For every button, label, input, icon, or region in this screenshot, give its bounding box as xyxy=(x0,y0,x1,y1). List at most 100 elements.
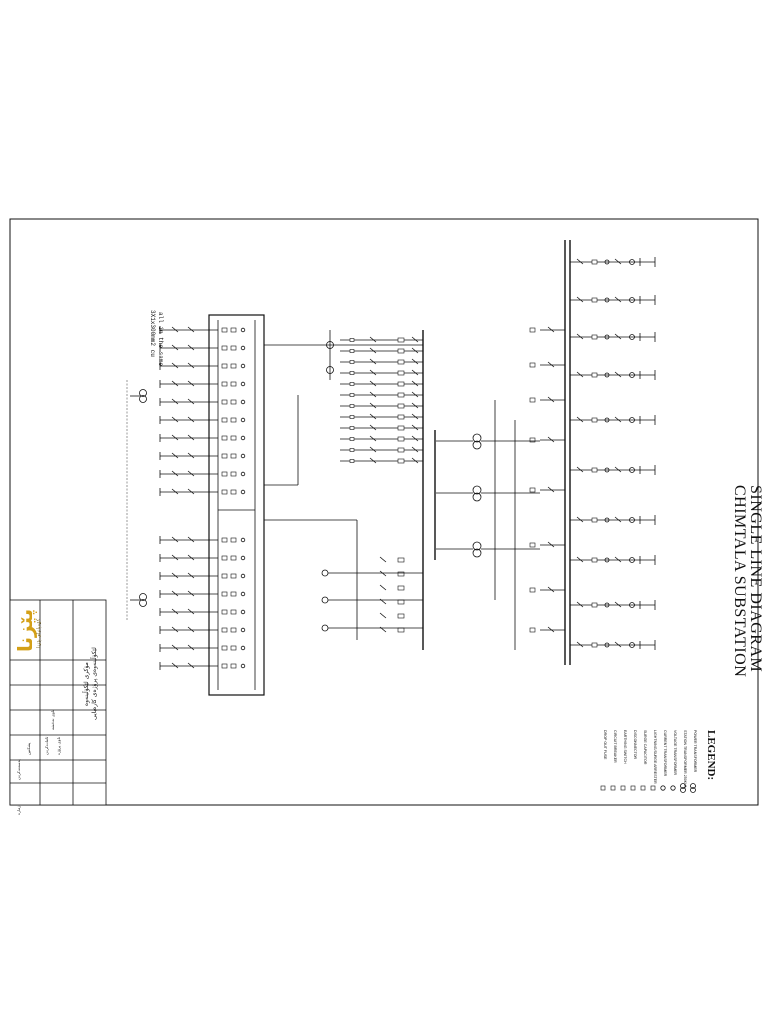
lv-outgoing-feeder xyxy=(159,608,246,616)
company-logo: پێزنا کۆمپانیای پێزنا xyxy=(13,609,42,652)
lv-outgoing-feeder xyxy=(159,362,246,370)
hv-bus-connection xyxy=(529,326,565,333)
voltage-transformer-symbol xyxy=(670,785,676,791)
power-transformer-symbol xyxy=(690,783,696,793)
title-line-2: SINGLE LINE DIAGRAM xyxy=(747,485,764,672)
hv-feeder-bay xyxy=(570,370,656,380)
lv-outgoing-feeder xyxy=(159,626,246,634)
hv-feeder-bay xyxy=(570,295,656,305)
mv-feeder-bay xyxy=(340,402,423,409)
breaker-symbol xyxy=(610,785,616,791)
lv-outgoing-feeder xyxy=(159,590,246,598)
station-transformers xyxy=(126,380,147,620)
earth-switch-symbol xyxy=(620,785,626,791)
lv-outgoing-feeder xyxy=(159,416,246,424)
lv-outgoing-feeder xyxy=(159,536,246,544)
legend-item: EARTHING SWITCH xyxy=(620,730,627,791)
legend-item: POWER TRANSFORMER xyxy=(690,730,697,793)
isolator-symbol xyxy=(630,785,636,791)
mv-feeder-bay xyxy=(340,347,423,354)
lv-switchgear-panel xyxy=(208,314,265,696)
lv-outgoing-feeder xyxy=(159,380,246,388)
legend-item: CIRCUIT BREAKER xyxy=(610,730,617,791)
lv-outgoing-feeder xyxy=(159,488,246,496)
mv-capacitor-bay xyxy=(379,612,405,619)
legend-item: DROP OUT FUSE xyxy=(600,730,607,791)
tb-row-project: ناوی پرۆژە xyxy=(56,737,61,755)
legend-item-label: CIRCUIT BREAKER xyxy=(613,730,617,763)
lv-feeder-bays xyxy=(159,326,246,670)
mv-feeder-bay xyxy=(340,446,423,453)
legend-item-label: DISCONNECTOR xyxy=(633,730,637,759)
hv-bus-connection xyxy=(529,396,565,403)
power-transformer-3 xyxy=(436,541,540,558)
legend-item-label: LIGHTNING/SURGE ARRESTER xyxy=(653,730,657,784)
legend-item-label: CURRENT TRANSFORMER xyxy=(663,730,667,777)
mv-feeder-bays xyxy=(340,336,423,633)
drawing-title: CHIMTALA SUBSTATION SINGLE LINE DIAGRAM xyxy=(731,485,764,677)
lv-outgoing-feeder xyxy=(159,554,246,562)
tb-row-approved: پەسەندکردن xyxy=(16,759,21,780)
hv-bus-connection xyxy=(529,586,565,593)
hv-feeder-bay xyxy=(570,600,656,610)
current-transformer-symbol xyxy=(660,785,666,791)
power-transformer-1 xyxy=(436,433,540,450)
lv-outgoing-feeder xyxy=(159,434,246,442)
legend-item: VOLTAGE TRANSFORMER xyxy=(670,730,677,791)
lv-outgoing-feeder xyxy=(159,398,246,406)
mv-feeder-bay xyxy=(340,336,423,343)
logo-subtitle: کۆمپانیای پێزنا xyxy=(36,618,42,648)
legend-item: CURRENT TRANSFORMER xyxy=(660,730,667,791)
lv-outgoing-feeder xyxy=(159,572,246,580)
hv-feeder-bay xyxy=(570,257,656,267)
lightning-arrester-symbol xyxy=(650,785,656,791)
power-transformer-2 xyxy=(436,485,540,502)
legend-item-label: EARTHING SWITCH xyxy=(623,730,627,764)
mv-feeder-bay xyxy=(340,380,423,387)
mv-capacitor-bay xyxy=(379,570,405,577)
mv-feeder-bay xyxy=(340,424,423,431)
hv-feeder-bays xyxy=(494,257,656,650)
hv-feeder-bay xyxy=(570,515,656,525)
tb-row-drawing: ناوی نەخشە xyxy=(50,710,55,730)
org-line-2: لێکۆڵینەوەی پرۆژەی کارەبایی xyxy=(90,647,98,720)
auxiliary-transformer-symbol xyxy=(680,783,686,793)
hv-bus-connection xyxy=(529,436,565,443)
fuse-symbol xyxy=(600,785,606,791)
logo-text: پێزنا xyxy=(13,609,38,652)
mv-capacitor-bay xyxy=(379,556,405,563)
legend-item-label: STATION TRANSFORMER 250KVA xyxy=(683,730,687,788)
lv-outgoing-feeder xyxy=(159,644,246,652)
title-block: پێزنا کۆمپانیای پێزنا مۆکری لێکۆڵینەوە ل… xyxy=(9,599,107,815)
mv-feeder-bay xyxy=(340,369,423,376)
mv-feeder-bay xyxy=(340,435,423,442)
mv-feeder-bay xyxy=(340,413,423,420)
lv-outgoing-feeder xyxy=(159,344,246,352)
legend-item: STATION TRANSFORMER 250KVA xyxy=(680,730,687,793)
power-transformers xyxy=(436,433,540,558)
legend-item-label: SURGE CAPACITOR xyxy=(643,730,647,765)
mv-capacitor-bay xyxy=(379,584,405,591)
hv-feeder-bay xyxy=(570,640,656,650)
capacitor-banks xyxy=(321,569,423,632)
legend-item-label: POWER TRANSFORMER xyxy=(693,730,697,773)
mv-feeder-bay xyxy=(340,391,423,398)
busbar-note-line-1: 3X1x300mm2 cu xyxy=(149,310,156,357)
mv-busbars xyxy=(422,330,436,650)
legend-item: LIGHTNING/SURGE ARRESTER xyxy=(650,730,657,791)
org-line-1: مۆکری لێکۆڵینەوە xyxy=(82,662,90,706)
legend-item: DISCONNECTOR xyxy=(630,730,637,791)
capacitor-symbol xyxy=(640,785,646,791)
hv-bus-connection xyxy=(529,626,565,633)
hv-feeder-bay xyxy=(570,415,656,425)
tb-row-prepared: ئامادەکردن xyxy=(44,737,49,755)
legend-item-label: VOLTAGE TRANSFORMER xyxy=(673,730,677,776)
lv-outgoing-feeder xyxy=(159,452,246,460)
legend-item-label: DROP OUT FUSE xyxy=(603,730,607,760)
tb-row-number: ژمارە xyxy=(16,806,21,815)
tb-row-checked: پشکنین xyxy=(26,743,31,755)
hv-busbars xyxy=(564,240,571,665)
